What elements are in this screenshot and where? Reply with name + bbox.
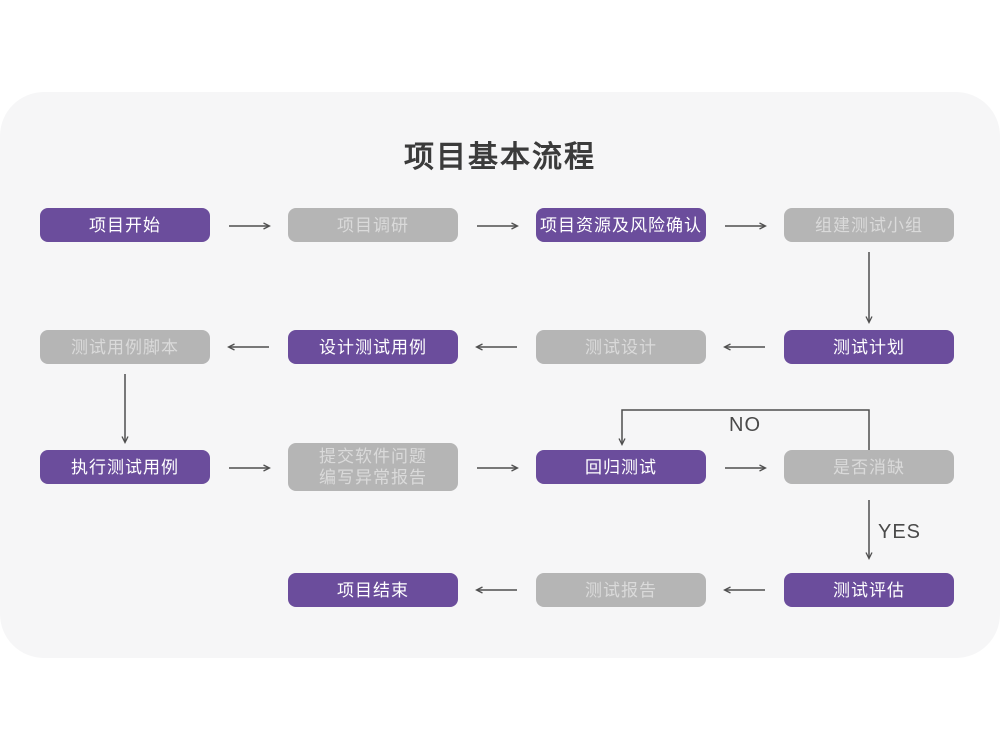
node-label: 测试评估	[833, 580, 905, 600]
node-label: 回归测试	[585, 457, 657, 477]
no-branch-label: NO	[729, 414, 761, 436]
flow-node-run-test-case: 执行测试用例	[40, 450, 210, 484]
node-label: 测试计划	[833, 337, 905, 357]
flow-node-regression-test: 回归测试	[536, 450, 706, 484]
flow-node-defect-cleared: 是否消缺	[784, 450, 954, 484]
flow-node-submit-issue-report: 提交软件问题 编写异常报告	[288, 443, 458, 491]
node-label: 测试用例脚本	[71, 337, 179, 357]
node-label: 是否消缺	[833, 457, 905, 477]
flow-node-project-end: 项目结束	[288, 573, 458, 607]
flow-node-resource-risk: 项目资源及风险确认	[536, 208, 706, 242]
flow-node-project-start: 项目开始	[40, 208, 210, 242]
node-label: 测试设计	[585, 337, 657, 357]
node-label: 组建测试小组	[815, 215, 923, 235]
flow-node-project-research: 项目调研	[288, 208, 458, 242]
node-label: 项目资源及风险确认	[540, 215, 702, 235]
flow-node-test-evaluation: 测试评估	[784, 573, 954, 607]
flow-node-design-test-case: 设计测试用例	[288, 330, 458, 364]
node-label: 项目调研	[337, 215, 409, 235]
flowchart-card	[0, 92, 1000, 658]
node-label: 项目开始	[89, 215, 161, 235]
flow-node-test-case-script: 测试用例脚本	[40, 330, 210, 364]
node-label: 项目结束	[337, 580, 409, 600]
flow-node-test-plan: 测试计划	[784, 330, 954, 364]
diagram-title: 项目基本流程	[404, 141, 596, 174]
node-label: 提交软件问题 编写异常报告	[319, 447, 427, 487]
node-label: 设计测试用例	[319, 337, 427, 357]
node-label: 测试报告	[585, 580, 657, 600]
yes-branch-label: YES	[878, 521, 922, 543]
node-label: 执行测试用例	[71, 457, 179, 477]
flow-node-test-design: 测试设计	[536, 330, 706, 364]
flow-node-build-test-team: 组建测试小组	[784, 208, 954, 242]
flow-node-test-report: 测试报告	[536, 573, 706, 607]
